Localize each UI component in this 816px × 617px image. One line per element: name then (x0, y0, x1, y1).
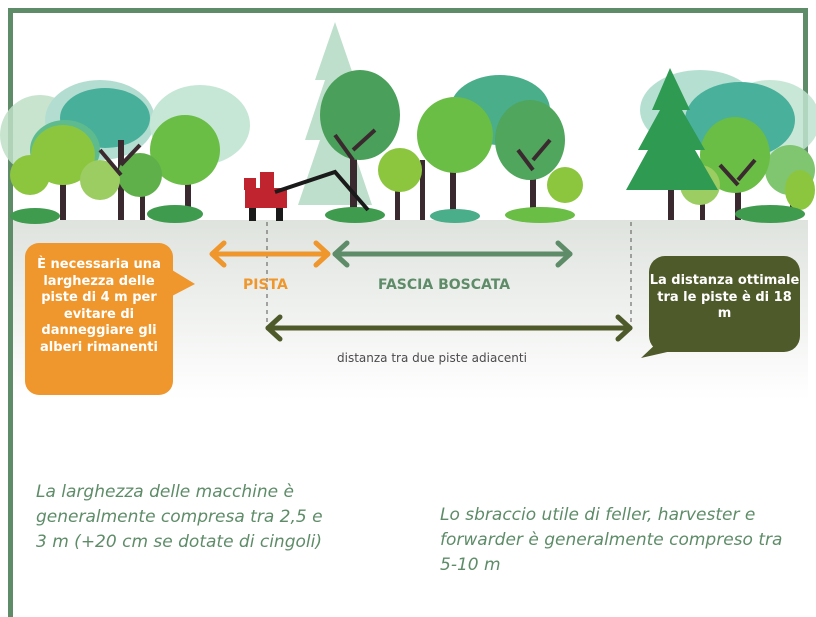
callout-track-width-text: È necessaria una larghezza delle piste d… (37, 257, 161, 355)
forestry-machine (244, 169, 370, 221)
frame-border-top (8, 8, 808, 13)
callout-left-tail (172, 270, 195, 296)
distance-arrow (265, 314, 633, 342)
callout-track-width: È necessaria una larghezza delle piste d… (25, 243, 173, 395)
callout-optimal-distance-text: La distanza ottimale tra le piste è di 1… (649, 273, 800, 321)
label-distance-between-tracks: distanza tra due piste adiacenti (337, 351, 527, 365)
pista-arrow (209, 240, 331, 268)
note-arm-reach: Lo sbraccio utile di feller, harvester e… (440, 505, 783, 575)
branches (98, 128, 757, 187)
callout-optimal-distance: La distanza ottimale tra le piste è di 1… (649, 256, 800, 352)
label-fascia-boscata: FASCIA BOSCATA (378, 277, 511, 293)
conifer-right (626, 68, 718, 190)
label-pista: PISTA (243, 277, 288, 293)
fascia-boscata-arrow (332, 240, 573, 268)
note-machine-width: La larghezza delle macchine è generalmen… (36, 482, 323, 552)
shrubs (10, 205, 805, 224)
frame-border-left (8, 8, 13, 617)
